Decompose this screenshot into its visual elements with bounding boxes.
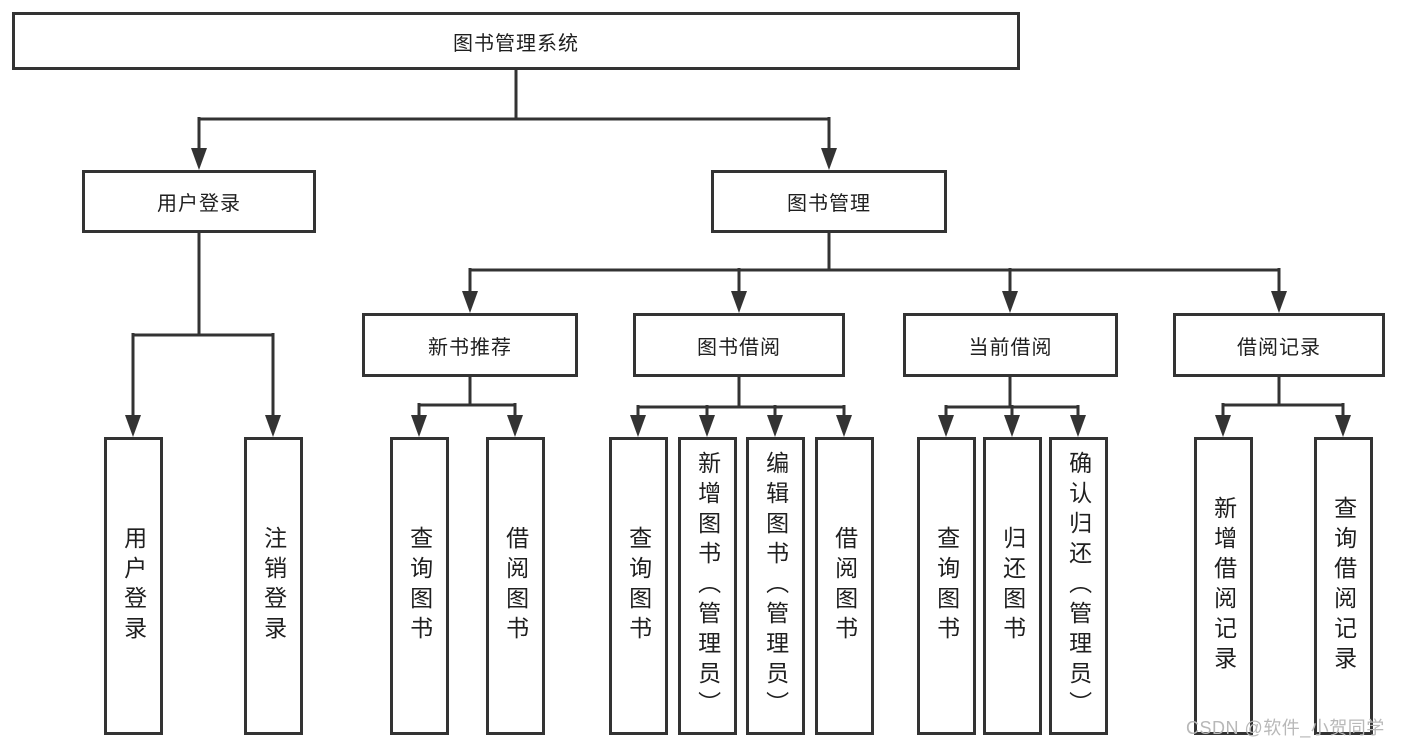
leaf-label: 查询图书 bbox=[933, 526, 960, 646]
arrow-down-icon bbox=[125, 415, 141, 437]
node-book-borrow: 图书借阅 bbox=[633, 313, 845, 377]
node-label: 用户登录 bbox=[157, 193, 241, 215]
leaf-label: 归还图书 bbox=[999, 526, 1026, 646]
node-label: 图书管理系统 bbox=[453, 32, 579, 55]
arrow-down-icon bbox=[411, 415, 427, 437]
arrow-down-icon bbox=[1004, 415, 1020, 437]
arrow-down-icon bbox=[836, 415, 852, 437]
arrow-down-icon bbox=[265, 415, 281, 437]
arrow-down-icon bbox=[1215, 415, 1231, 437]
arrow-down-icon bbox=[731, 291, 747, 313]
leaf-label: 新增图书（管理员） bbox=[694, 451, 721, 721]
node-user-login: 用户登录 bbox=[82, 170, 316, 233]
leaf-add-borrow-record: 新增借阅记录 bbox=[1194, 437, 1253, 735]
node-label: 新书推荐 bbox=[428, 336, 512, 359]
arrow-down-icon bbox=[630, 415, 646, 437]
leaf-label: 查询借阅记录 bbox=[1330, 496, 1357, 676]
leaf-label: 新增借阅记录 bbox=[1210, 496, 1237, 676]
leaf-user-login: 用户登录 bbox=[104, 437, 163, 735]
arrow-down-icon bbox=[191, 148, 207, 170]
leaf-label: 确认归还（管理员） bbox=[1065, 451, 1092, 721]
leaf-query-books-borrow: 查询图书 bbox=[609, 437, 668, 735]
leaf-label: 注销登录 bbox=[260, 526, 287, 646]
arrow-down-icon bbox=[507, 415, 523, 437]
leaf-add-books-admin: 新增图书（管理员） bbox=[678, 437, 737, 735]
leaf-query-books-recommend: 查询图书 bbox=[390, 437, 449, 735]
node-current-borrow: 当前借阅 bbox=[903, 313, 1118, 377]
leaf-label: 借阅图书 bbox=[831, 526, 858, 646]
arrow-down-icon bbox=[462, 291, 478, 313]
node-library-management-system: 图书管理系统 bbox=[12, 12, 1020, 70]
arrow-down-icon bbox=[1002, 291, 1018, 313]
leaf-edit-books-admin: 编辑图书（管理员） bbox=[746, 437, 805, 735]
node-label: 借阅记录 bbox=[1237, 336, 1321, 359]
arrow-down-icon bbox=[1070, 415, 1086, 437]
leaf-confirm-return-admin: 确认归还（管理员） bbox=[1049, 437, 1108, 735]
leaf-query-books-current: 查询图书 bbox=[917, 437, 976, 735]
node-borrow-records: 借阅记录 bbox=[1173, 313, 1385, 377]
node-new-book-recommend: 新书推荐 bbox=[362, 313, 578, 377]
leaf-label: 查询图书 bbox=[406, 526, 433, 646]
leaf-borrow-books: 借阅图书 bbox=[815, 437, 874, 735]
arrow-down-icon bbox=[767, 415, 783, 437]
node-label: 图书管理 bbox=[787, 193, 871, 215]
leaf-logout: 注销登录 bbox=[244, 437, 303, 735]
node-label: 当前借阅 bbox=[968, 336, 1053, 359]
leaf-borrow-books-recommend: 借阅图书 bbox=[486, 437, 545, 735]
leaf-return-books: 归还图书 bbox=[983, 437, 1042, 735]
leaf-query-borrow-record: 查询借阅记录 bbox=[1314, 437, 1373, 735]
leaf-label: 查询图书 bbox=[625, 526, 652, 646]
arrow-down-icon bbox=[1335, 415, 1351, 437]
csdn-watermark: CSDN @软件_小贺同学 bbox=[1186, 718, 1385, 738]
leaf-label: 借阅图书 bbox=[502, 526, 529, 646]
leaf-label: 编辑图书（管理员） bbox=[762, 451, 789, 721]
arrow-down-icon bbox=[821, 148, 837, 170]
node-label: 图书借阅 bbox=[697, 336, 781, 359]
arrow-down-icon bbox=[938, 415, 954, 437]
arrow-down-icon bbox=[699, 415, 715, 437]
leaf-label: 用户登录 bbox=[120, 526, 147, 646]
node-book-management: 图书管理 bbox=[711, 170, 947, 233]
arrow-down-icon bbox=[1271, 291, 1287, 313]
